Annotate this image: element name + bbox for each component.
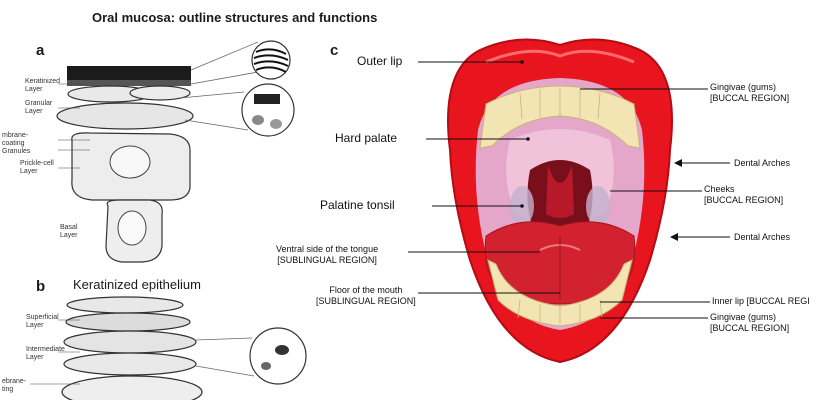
label-hard-palate: Hard palate	[335, 131, 397, 145]
arrowhead	[670, 233, 678, 241]
label-dental-arches-1: Dental Arches	[734, 158, 790, 169]
label-inner-lip: Inner lip [BUCCAL REGI	[712, 296, 810, 307]
label-palatine-tonsil: Palatine tonsil	[320, 198, 395, 212]
arrowhead	[674, 159, 682, 167]
label-dental-arches-2: Dental Arches	[734, 232, 790, 243]
label-gingivae-top: Gingivae (gums) [BUCCAL REGION]	[710, 82, 789, 104]
tonsil-right	[586, 186, 610, 226]
label-gingivae-bottom: Gingivae (gums) [BUCCAL REGION]	[710, 312, 789, 334]
label-outer-lip: Outer lip	[357, 54, 402, 68]
label-floor-of-mouth: Floor of the mouth [SUBLINGUAL REGION]	[316, 285, 416, 307]
label-cheeks: Cheeks [BUCCAL REGION]	[704, 184, 783, 206]
label-ventral-tongue: Ventral side of the tongue [SUBLINGUAL R…	[276, 244, 378, 266]
